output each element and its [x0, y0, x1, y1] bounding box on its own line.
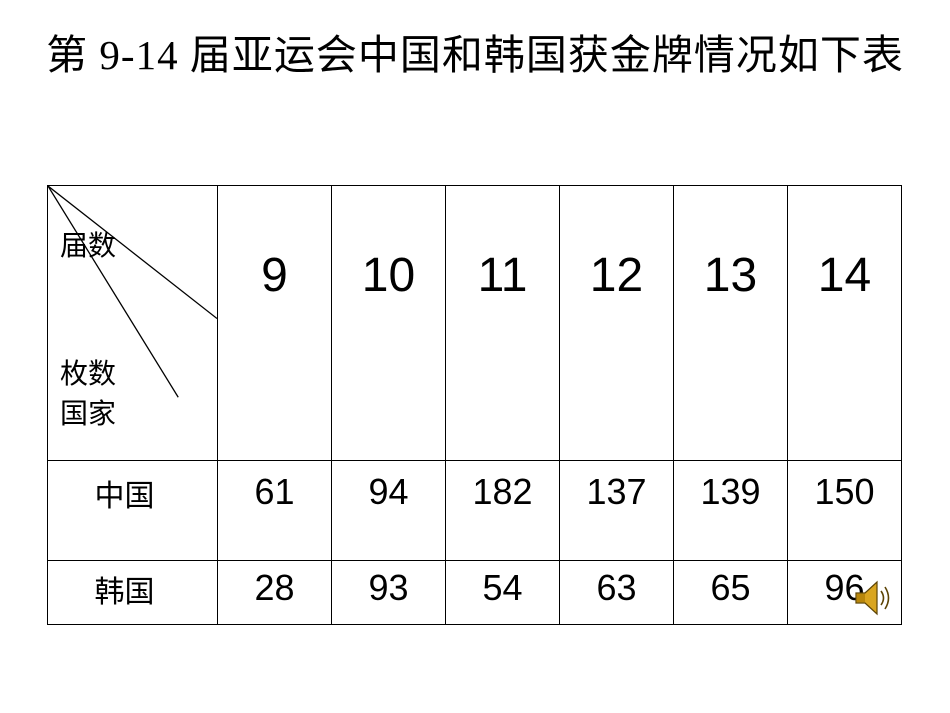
diagonal-divider-lines	[48, 186, 217, 398]
table-cell: 93	[331, 560, 446, 625]
table-cell: 94	[331, 460, 446, 561]
corner-header-cell: 届数 枚数 国家	[47, 185, 218, 461]
table-cell: 61	[217, 460, 332, 561]
column-header: 10	[331, 185, 446, 461]
table-header-row: 届数 枚数 国家 9 10 11 12 13 14	[47, 185, 902, 461]
table-cell: 182	[445, 460, 560, 561]
corner-label-country: 国家	[60, 399, 117, 430]
corner-label-medals: 枚数	[60, 359, 117, 390]
column-header: 9	[217, 185, 332, 461]
table-cell: 28	[217, 560, 332, 625]
table-row-korea: 韩国 28 93 54 63 65 96	[47, 560, 902, 625]
row-label: 韩国	[47, 560, 218, 625]
table-cell: 54	[445, 560, 560, 625]
column-header: 13	[673, 185, 788, 461]
row-label: 中国	[47, 460, 218, 561]
table-cell: 63	[559, 560, 674, 625]
page-title: 第 9-14 届亚运会中国和韩国获金牌情况如下表	[46, 32, 904, 78]
table-cell: 65	[673, 560, 788, 625]
audio-speaker-icon[interactable]	[852, 576, 896, 620]
table-cell: 139	[673, 460, 788, 561]
column-header: 12	[559, 185, 674, 461]
column-header: 14	[787, 185, 902, 461]
medals-table: 届数 枚数 国家 9 10 11 12 13 14 中国 61 94 182 1…	[47, 185, 902, 625]
table-cell: 150	[787, 460, 902, 561]
table-row-china: 中国 61 94 182 137 139 150	[47, 460, 902, 561]
corner-label-sessions: 届数	[60, 231, 117, 262]
column-header: 11	[445, 185, 560, 461]
table-cell: 137	[559, 460, 674, 561]
